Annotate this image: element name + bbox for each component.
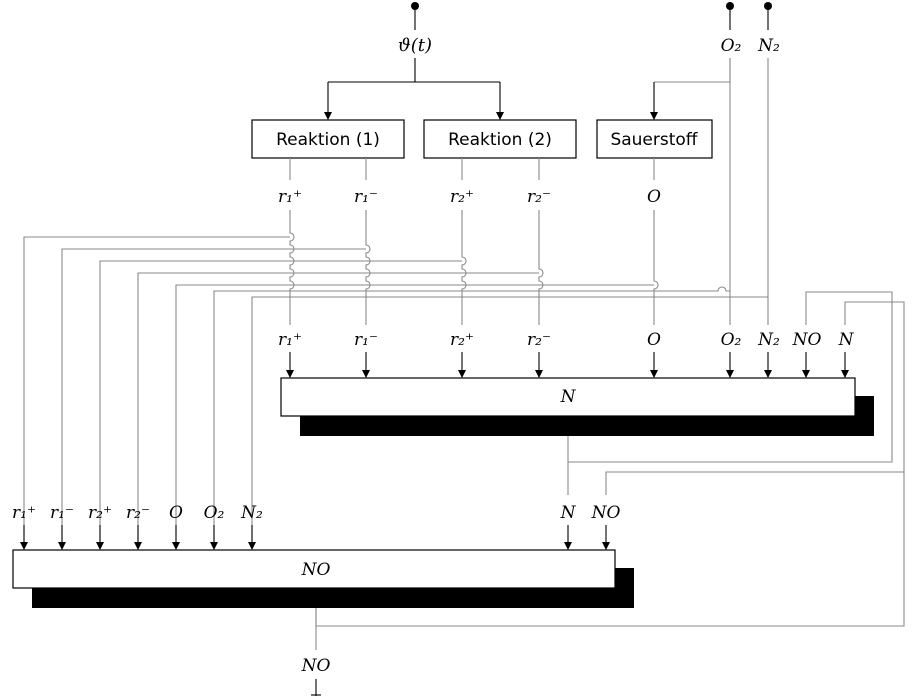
no-in-o2: O₂ — [204, 503, 225, 523]
reaktion-2-label: Reaktion (2) — [448, 130, 552, 150]
n-in-r2p: r₂⁺ — [450, 330, 474, 350]
sauerstoff-label: Sauerstoff — [610, 130, 698, 150]
line-o — [653, 210, 659, 325]
n-in-n: N — [838, 330, 855, 350]
no-in-r2p: r₂⁺ — [88, 503, 112, 523]
n-in-r1p: r₁⁺ — [278, 330, 302, 350]
sauerstoff-block — [596, 119, 713, 159]
bus-o2 — [213, 286, 730, 540]
no-module — [12, 549, 616, 589]
n-module-input-arrows — [286, 352, 849, 378]
bus-r2m — [137, 272, 539, 540]
feedback-no-to-n — [567, 291, 893, 463]
no-in-no: NO — [591, 503, 621, 523]
n-in-o: O — [647, 330, 661, 350]
n-in-o2: O₂ — [721, 330, 742, 350]
n-in-r1m: r₁⁻ — [354, 330, 378, 350]
o2-input-label: O₂ — [721, 36, 742, 56]
bus-r1p — [23, 236, 290, 540]
no-in-r1p: r₁⁺ — [12, 503, 36, 523]
line-r2p — [461, 210, 467, 325]
out-label-r1m: r₁⁻ — [354, 187, 378, 207]
reaktion-1-label: Reaktion (1) — [276, 130, 380, 150]
o2-branch — [654, 58, 731, 83]
no-in-r2m: r₂⁻ — [126, 503, 150, 523]
out-label-r1p: r₁⁺ — [278, 187, 302, 207]
n2-input-label: N₂ — [757, 36, 780, 56]
n-module-label: N — [560, 387, 577, 407]
bus-o — [175, 284, 654, 540]
line-r1m — [365, 210, 371, 325]
reaktion-1-block — [251, 119, 405, 159]
bus-n2 — [251, 296, 768, 540]
n-in-no: NO — [792, 330, 822, 350]
out-label-o: O — [647, 187, 661, 207]
reaktion-2-block — [423, 119, 577, 159]
bus-r2p — [99, 260, 462, 540]
n-module — [280, 377, 856, 417]
n-in-n2: N₂ — [757, 330, 780, 350]
no-feedback-to-no-module — [605, 471, 904, 495]
line-r1p — [289, 210, 295, 325]
no-module-input-arrows — [20, 525, 610, 550]
no-in-n2: N₂ — [240, 503, 263, 523]
source-split — [328, 58, 500, 83]
bus-r1m — [61, 248, 366, 540]
no-module-label: NO — [301, 560, 331, 580]
no-in-o: O — [169, 503, 183, 523]
no-in-r1m: r₁⁻ — [50, 503, 74, 523]
final-output-label: NO — [301, 656, 331, 676]
source-label: ϑ(t) — [398, 35, 432, 56]
line-r2m — [538, 210, 544, 325]
out-label-r2m: r₂⁻ — [527, 187, 551, 207]
no-in-n: N — [560, 503, 577, 523]
n-in-r2m: r₂⁻ — [527, 330, 551, 350]
out-label-r2p: r₂⁺ — [450, 187, 474, 207]
